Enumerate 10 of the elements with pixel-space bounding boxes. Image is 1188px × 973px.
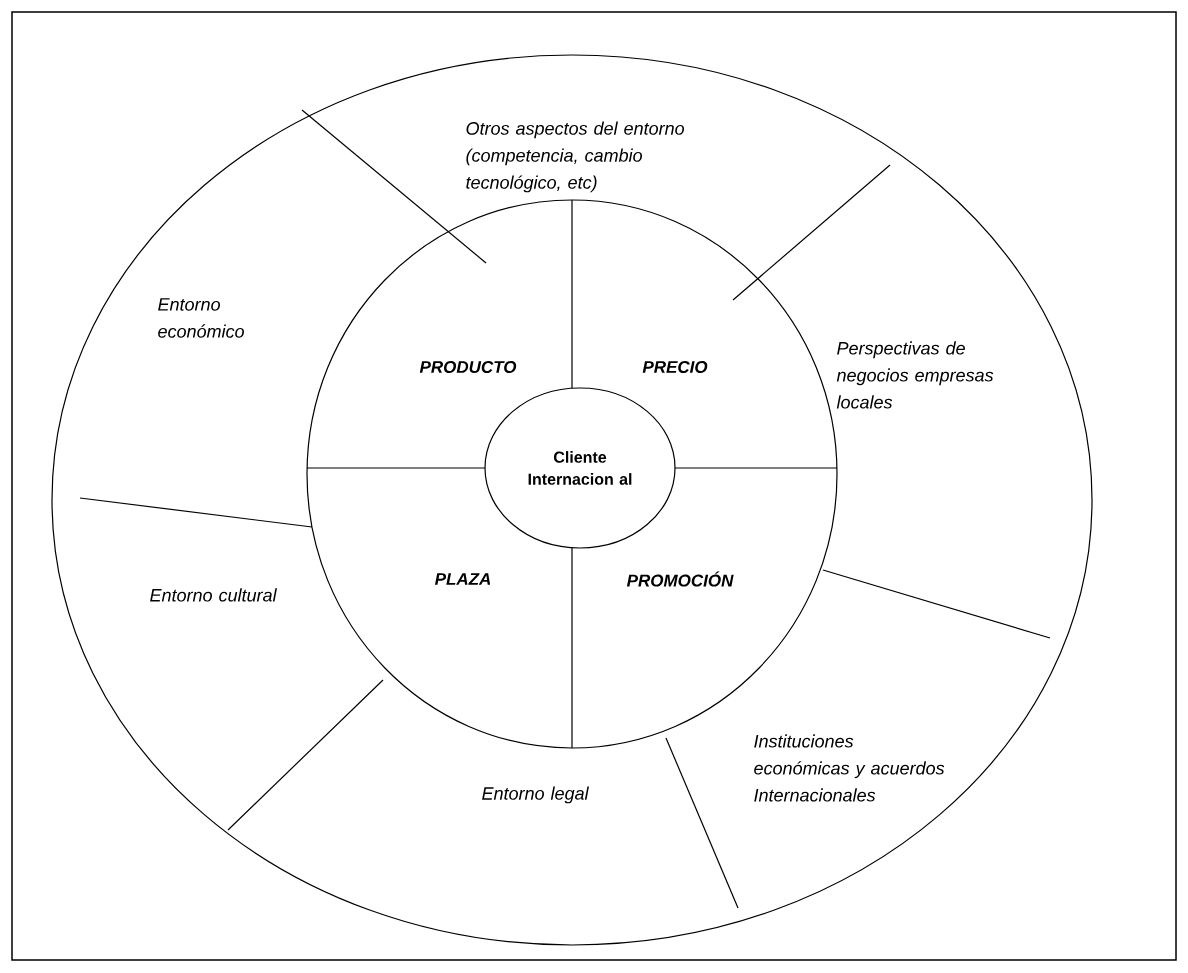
- sector-label: Entorno legal: [482, 786, 589, 804]
- sector-label: Entorno económico: [158, 298, 244, 338]
- sector-label: Instituciones económicas y acuerdos Internacionales: [754, 734, 945, 802]
- sector-label: Entorno cultural: [150, 588, 277, 602]
- quadrant-label: PLAZA: [435, 573, 491, 585]
- sector-label: Otros aspectos del entorno (competencia, cambio tecnológico, etc): [466, 121, 685, 193]
- quadrant-label: PROMOCIÓN: [626, 571, 734, 587]
- sector-label: Perspectivas de negocios empresas locales: [836, 341, 994, 409]
- quadrant-label: PRECIO: [642, 360, 708, 373]
- quadrant-label: PRODUCTO: [419, 360, 517, 373]
